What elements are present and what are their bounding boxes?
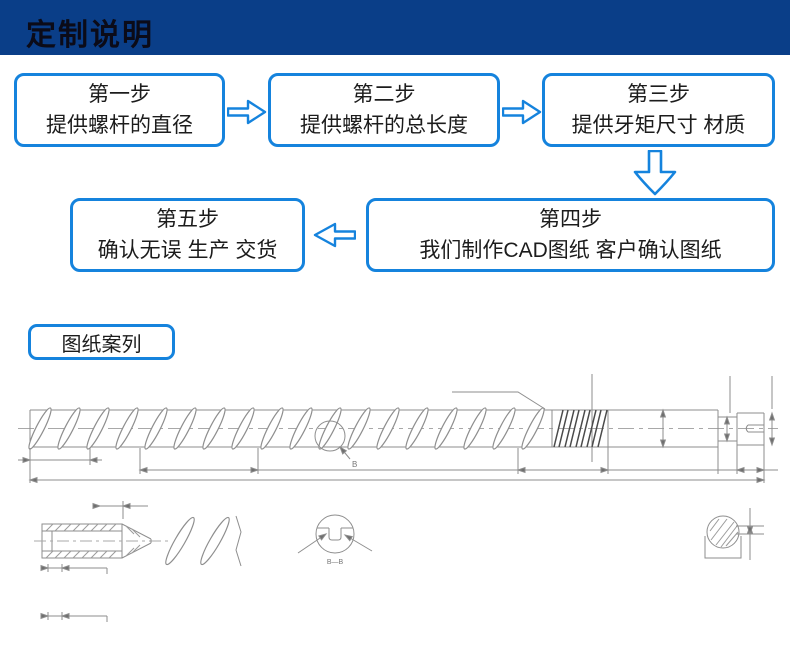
- section-b-b-view: B—B: [297, 514, 373, 566]
- arrow-right-icon: [502, 99, 542, 125]
- step-5-desc: 确认无误 生产 交货: [97, 239, 278, 262]
- step-3-title: 第三步: [627, 82, 690, 106]
- drawing-examples-text: 图纸案列: [61, 333, 142, 356]
- detail-callout: B: [314, 420, 357, 469]
- step-1-title: 第一步: [88, 82, 151, 106]
- drawing-examples-label: 图纸案列: [28, 324, 175, 360]
- tip-section-detail: [34, 501, 242, 622]
- step-2-desc: 提供螺杆的总长度: [300, 114, 468, 137]
- arrow-down-icon: [633, 150, 677, 196]
- step-1-desc: 提供螺杆的直径: [46, 114, 193, 137]
- section-view-label: B—B: [327, 559, 344, 566]
- flow-step-3: 第三步 提供牙矩尺寸 材质: [542, 73, 775, 147]
- step-2-title: 第二步: [352, 82, 416, 106]
- step-4-title: 第四步: [539, 207, 602, 231]
- arrow-right-icon: [227, 99, 267, 125]
- step-3-desc: 提供牙矩尺寸 材质: [571, 114, 746, 137]
- detail-callout-label: B: [352, 460, 357, 469]
- flow-step-2: 第二步 提供螺杆的总长度: [268, 73, 500, 147]
- compression-zone-hatch: [553, 409, 608, 448]
- step-5-title: 第五步: [156, 207, 219, 231]
- keyway-slot: [745, 424, 764, 433]
- page-title: 定制说明: [26, 19, 154, 52]
- flow-step-1: 第一步 提供螺杆的直径: [14, 73, 225, 147]
- dimension-lines: [18, 409, 778, 483]
- shaft-end-section-view: [704, 508, 764, 560]
- flow-step-4: 第四步 我们制作CAD图纸 客户确认图纸: [366, 198, 775, 272]
- arrow-left-icon: [313, 222, 356, 248]
- step-4-desc: 我们制作CAD图纸 客户确认图纸: [419, 239, 722, 262]
- screw-side-view: [18, 374, 778, 462]
- cad-drawing: B: [18, 374, 778, 622]
- flow-step-5: 第五步 确认无误 生产 交货: [70, 198, 305, 272]
- page-header: 定制说明: [0, 0, 790, 55]
